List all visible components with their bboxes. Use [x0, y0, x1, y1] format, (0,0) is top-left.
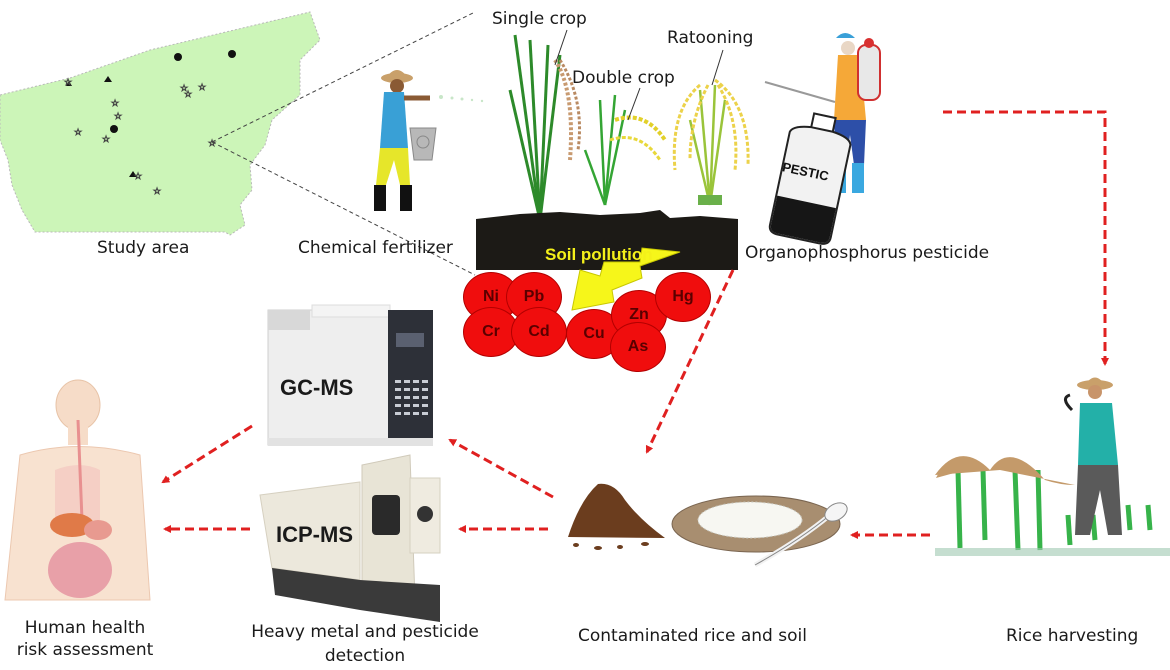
double-crop-label: Double crop [572, 68, 675, 88]
svg-text:☆: ☆ [198, 83, 206, 93]
svg-text:☆: ☆ [64, 78, 72, 88]
trousers [376, 148, 410, 185]
icp-ms-label: ICP-MS [276, 522, 353, 547]
bucket [409, 127, 437, 161]
study-area-label: Study area [97, 238, 190, 258]
ratooning-plant [672, 78, 750, 206]
svg-text:☆: ☆ [184, 90, 192, 100]
human-health-label-line1: Human health [24, 618, 146, 638]
gc-ms-label: GC-MS [280, 375, 354, 400]
soil-pollution-label: Soil pollution [545, 245, 653, 264]
soil-pile [568, 483, 665, 538]
svg-text:☆: ☆ [180, 84, 188, 94]
svg-text:☆: ☆ [111, 99, 119, 109]
site-dot [110, 125, 118, 133]
metal-cr: Cr [463, 307, 519, 357]
organophosphorus-pesticide-label: Organophosphorus pesticide [745, 243, 990, 263]
metal-cd: Cd [511, 307, 567, 357]
human-health-label: Human health risk assessment [0, 618, 170, 661]
zoom-line-bottom [211, 141, 476, 276]
single-crop-leader [554, 29, 568, 66]
rice-pile [697, 501, 803, 539]
ratooning-label: Ratooning [667, 28, 754, 48]
rice-harvesting-label: Rice harvesting [1006, 626, 1139, 646]
svg-text:☆: ☆ [153, 187, 161, 197]
chemical-fertilizer-label: Chemical fertilizer [298, 238, 453, 258]
svg-text:☆: ☆ [114, 112, 122, 122]
ratooning-leader [711, 49, 724, 86]
svg-text:☆: ☆ [74, 128, 82, 138]
single-crop-label: Single crop [492, 9, 587, 29]
map-region [0, 11, 321, 236]
site-dot [174, 53, 182, 61]
detection-label-line1: Heavy metal and pesticide [251, 622, 479, 642]
pesticide-bottle [768, 112, 852, 245]
svg-text:☆: ☆ [134, 172, 142, 182]
lightning-icon [571, 247, 681, 311]
contaminated-label: Contaminated rice and soil [578, 626, 807, 646]
intestines [48, 542, 112, 598]
svg-text:☆: ☆ [102, 135, 110, 145]
site-triangle [104, 76, 112, 82]
detection-label: Heavy metal and pesticide detection [240, 622, 490, 667]
single-crop-plant [508, 34, 582, 221]
double-crop-plant [583, 94, 667, 206]
human-health-label-line2: risk assessment [16, 640, 154, 661]
double-crop-leader [627, 87, 641, 121]
svg-text:☆: ☆ [208, 139, 216, 149]
liver [50, 513, 94, 537]
site-dot [228, 50, 236, 58]
shirt [380, 92, 408, 148]
site-stars: ☆ ☆ ☆ ☆ ☆ ☆ ☆ ☆ ☆ ☆ ☆ [64, 78, 217, 198]
site-triangle [66, 81, 72, 86]
site-triangle [129, 171, 137, 177]
detection-label-line2: detection [324, 646, 406, 667]
